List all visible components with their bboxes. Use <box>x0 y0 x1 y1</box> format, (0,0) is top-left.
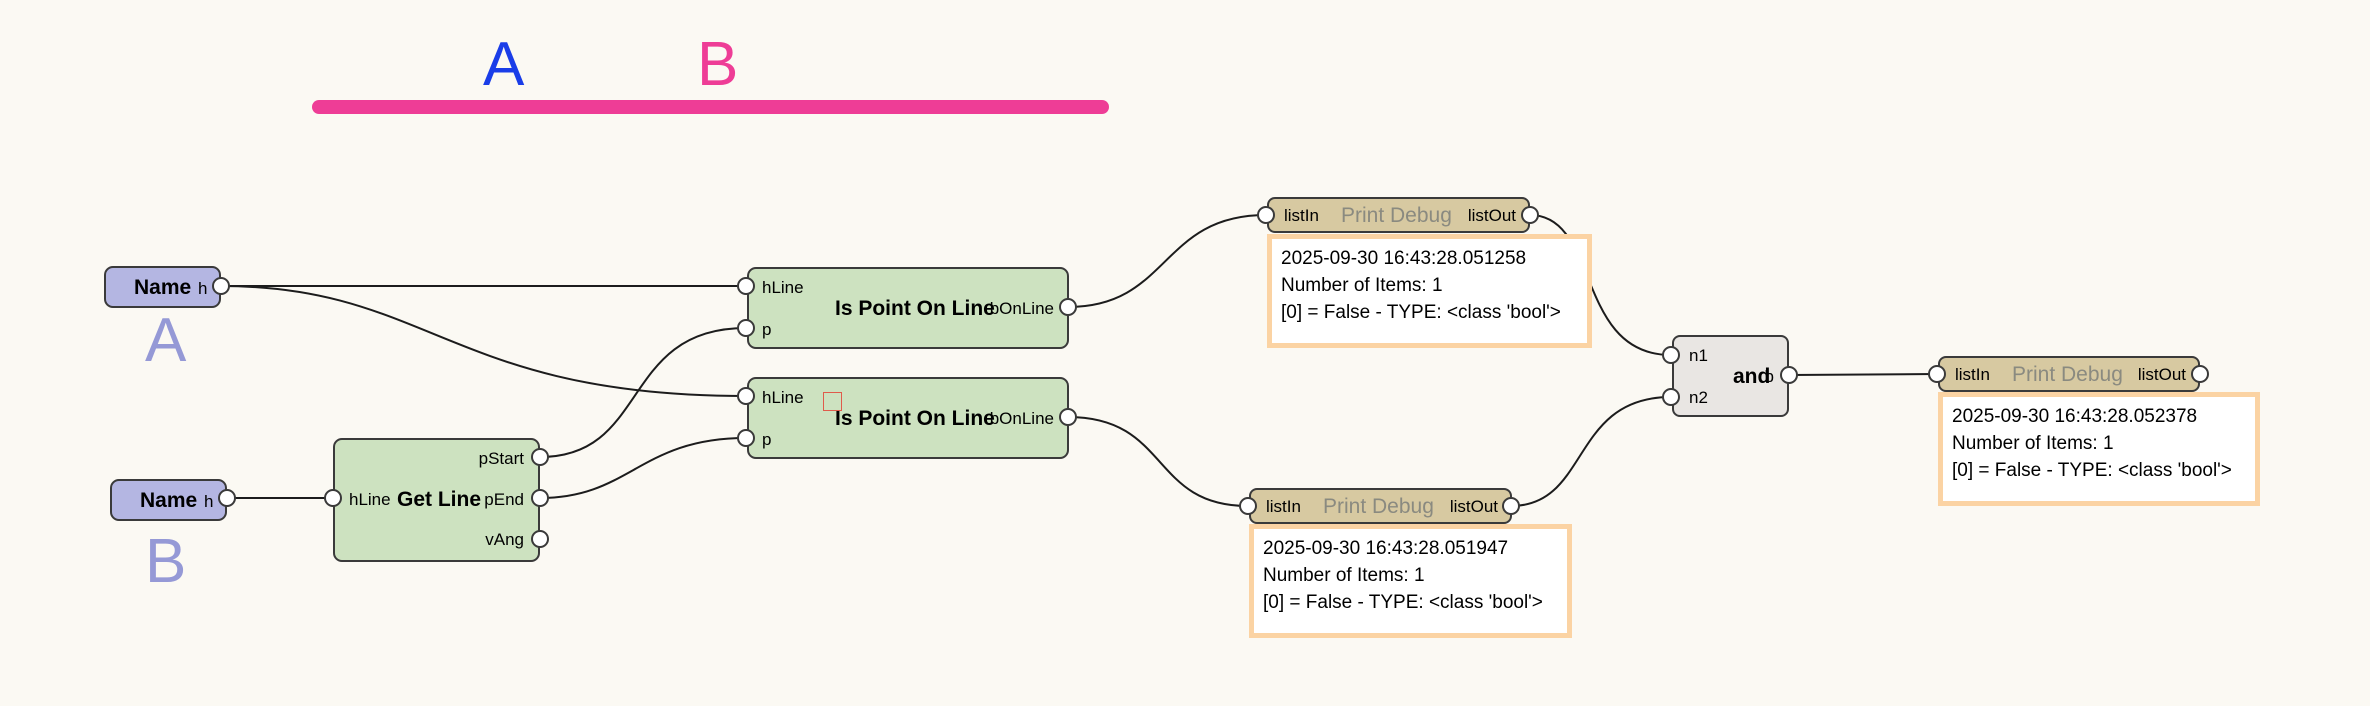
ipol1-out-port[interactable] <box>1059 298 1077 316</box>
ipol2-in-label-p: p <box>762 430 772 449</box>
debug1-output-item: [0] = False - TYPE: <class 'bool'> <box>1281 302 1561 323</box>
debug2-out-port[interactable] <box>1502 497 1520 515</box>
debug2-output-count: Number of Items: 1 <box>1263 565 1425 586</box>
debug3-in-port[interactable] <box>1928 365 1946 383</box>
ipol1-in-label-p: p <box>762 320 772 339</box>
name-node-b[interactable]: Name h <box>110 479 227 521</box>
wire-pstart-to-ipol1-p[interactable] <box>539 327 747 458</box>
top-label-a: A <box>483 30 525 99</box>
wire-ipol1-to-debug1[interactable] <box>1067 214 1267 308</box>
wire-pend-to-ipol2-p[interactable] <box>539 437 747 499</box>
debug2-output-panel: 2025-09-30 16:43:28.051947 Number of Ite… <box>1249 524 1572 638</box>
print-debug-node-2[interactable]: listIn Print Debug listOut <box>1249 488 1512 524</box>
reference-line <box>312 100 1109 114</box>
and-in-label-n2: n2 <box>1689 388 1708 407</box>
get-line-out-label-pend: pEnd <box>484 490 524 509</box>
name-node-a[interactable]: Name h <box>104 266 221 308</box>
ipol2-in-port-p[interactable] <box>737 429 755 447</box>
is-point-on-line-node-1[interactable]: hLine p Is Point On Line bOnLine <box>747 267 1069 349</box>
debug3-output-timestamp: 2025-09-30 16:43:28.052378 <box>1952 406 2198 427</box>
name-node-b-out-port[interactable] <box>218 489 236 507</box>
and-out-label: b <box>1764 367 1774 386</box>
debug1-output-panel: 2025-09-30 16:43:28.051258 Number of Ite… <box>1267 234 1592 348</box>
and-out-port[interactable] <box>1780 366 1798 384</box>
get-line-in-label: hLine <box>349 490 391 509</box>
debug1-output-count: Number of Items: 1 <box>1281 275 1443 296</box>
debug3-out-label: listOut <box>2137 365 2186 384</box>
get-line-node[interactable]: hLine Get Line pStart pEnd vAng <box>333 438 540 562</box>
ipol1-title: Is Point On Line <box>835 297 995 320</box>
get-line-out-label-pstart: pStart <box>478 449 524 468</box>
ipol2-out-label: bOnLine <box>989 409 1054 428</box>
debug3-out-port[interactable] <box>2191 365 2209 383</box>
wire-debug2-to-and-n2[interactable] <box>1510 396 1672 507</box>
name-node-a-out-port[interactable] <box>212 277 230 295</box>
ipol1-in-port-hline[interactable] <box>737 277 755 295</box>
print-debug-node-1[interactable]: listIn Print Debug listOut <box>1267 197 1530 233</box>
debug1-out-port[interactable] <box>1521 206 1539 224</box>
and-in-label-n1: n1 <box>1689 346 1708 365</box>
name-node-b-title: Name <box>140 489 198 512</box>
get-line-out-port-pend[interactable] <box>531 489 549 507</box>
get-line-out-port-pstart[interactable] <box>531 448 549 466</box>
ipol2-in-label-hline: hLine <box>762 388 804 407</box>
get-line-out-port-vang[interactable] <box>531 530 549 548</box>
debug2-in-label: listIn <box>1266 497 1301 516</box>
get-line-title: Get Line <box>397 488 482 511</box>
debug1-output-timestamp: 2025-09-30 16:43:28.051258 <box>1281 248 1527 269</box>
top-label-b: B <box>697 30 739 99</box>
debug1-title: Print Debug <box>1341 204 1452 227</box>
name-node-b-out-label: h <box>204 492 214 511</box>
name-node-a-title: Name <box>134 276 192 299</box>
side-label-a: A <box>145 306 187 375</box>
wire-ipol2-to-debug2[interactable] <box>1067 416 1249 507</box>
ipol1-in-label-hline: hLine <box>762 278 804 297</box>
debug1-out-label: listOut <box>1467 206 1516 225</box>
ipol1-out-label: bOnLine <box>989 299 1054 318</box>
debug3-output-panel: 2025-09-30 16:43:28.052378 Number of Ite… <box>1938 392 2260 506</box>
debug3-in-label: listIn <box>1955 365 1990 384</box>
debug3-output-count: Number of Items: 1 <box>1952 433 2114 454</box>
debug1-in-label: listIn <box>1284 206 1319 225</box>
debug2-output-item: [0] = False - TYPE: <class 'bool'> <box>1263 592 1543 613</box>
print-debug-node-3[interactable]: listIn Print Debug listOut <box>1938 356 2200 392</box>
debug2-in-port[interactable] <box>1239 497 1257 515</box>
is-point-on-line-node-2[interactable]: hLine p Is Point On Line bOnLine <box>747 377 1069 459</box>
wire-and-to-debug3[interactable] <box>1788 373 1938 376</box>
and-in-port-n1[interactable] <box>1662 346 1680 364</box>
get-line-out-label-vang: vAng <box>485 530 524 549</box>
and-in-port-n2[interactable] <box>1662 388 1680 406</box>
debug3-title: Print Debug <box>2012 363 2123 386</box>
and-node[interactable]: n1 n2 and b <box>1672 335 1789 417</box>
get-line-in-port[interactable] <box>324 489 342 507</box>
and-title: and <box>1733 365 1771 388</box>
debug3-output-item: [0] = False - TYPE: <class 'bool'> <box>1952 460 2232 481</box>
ipol2-title: Is Point On Line <box>835 407 995 430</box>
wire-name-a-to-ipol2-hline[interactable] <box>220 285 747 397</box>
ipol1-in-port-p[interactable] <box>737 319 755 337</box>
debug2-title: Print Debug <box>1323 495 1434 518</box>
ipol2-out-port[interactable] <box>1059 408 1077 426</box>
debug2-output-timestamp: 2025-09-30 16:43:28.051947 <box>1263 538 1509 559</box>
debug1-in-port[interactable] <box>1257 206 1275 224</box>
selection-marker[interactable] <box>823 392 842 411</box>
debug2-out-label: listOut <box>1449 497 1498 516</box>
side-label-b: B <box>145 527 187 596</box>
ipol2-in-port-hline[interactable] <box>737 387 755 405</box>
name-node-a-out-label: h <box>198 279 208 298</box>
